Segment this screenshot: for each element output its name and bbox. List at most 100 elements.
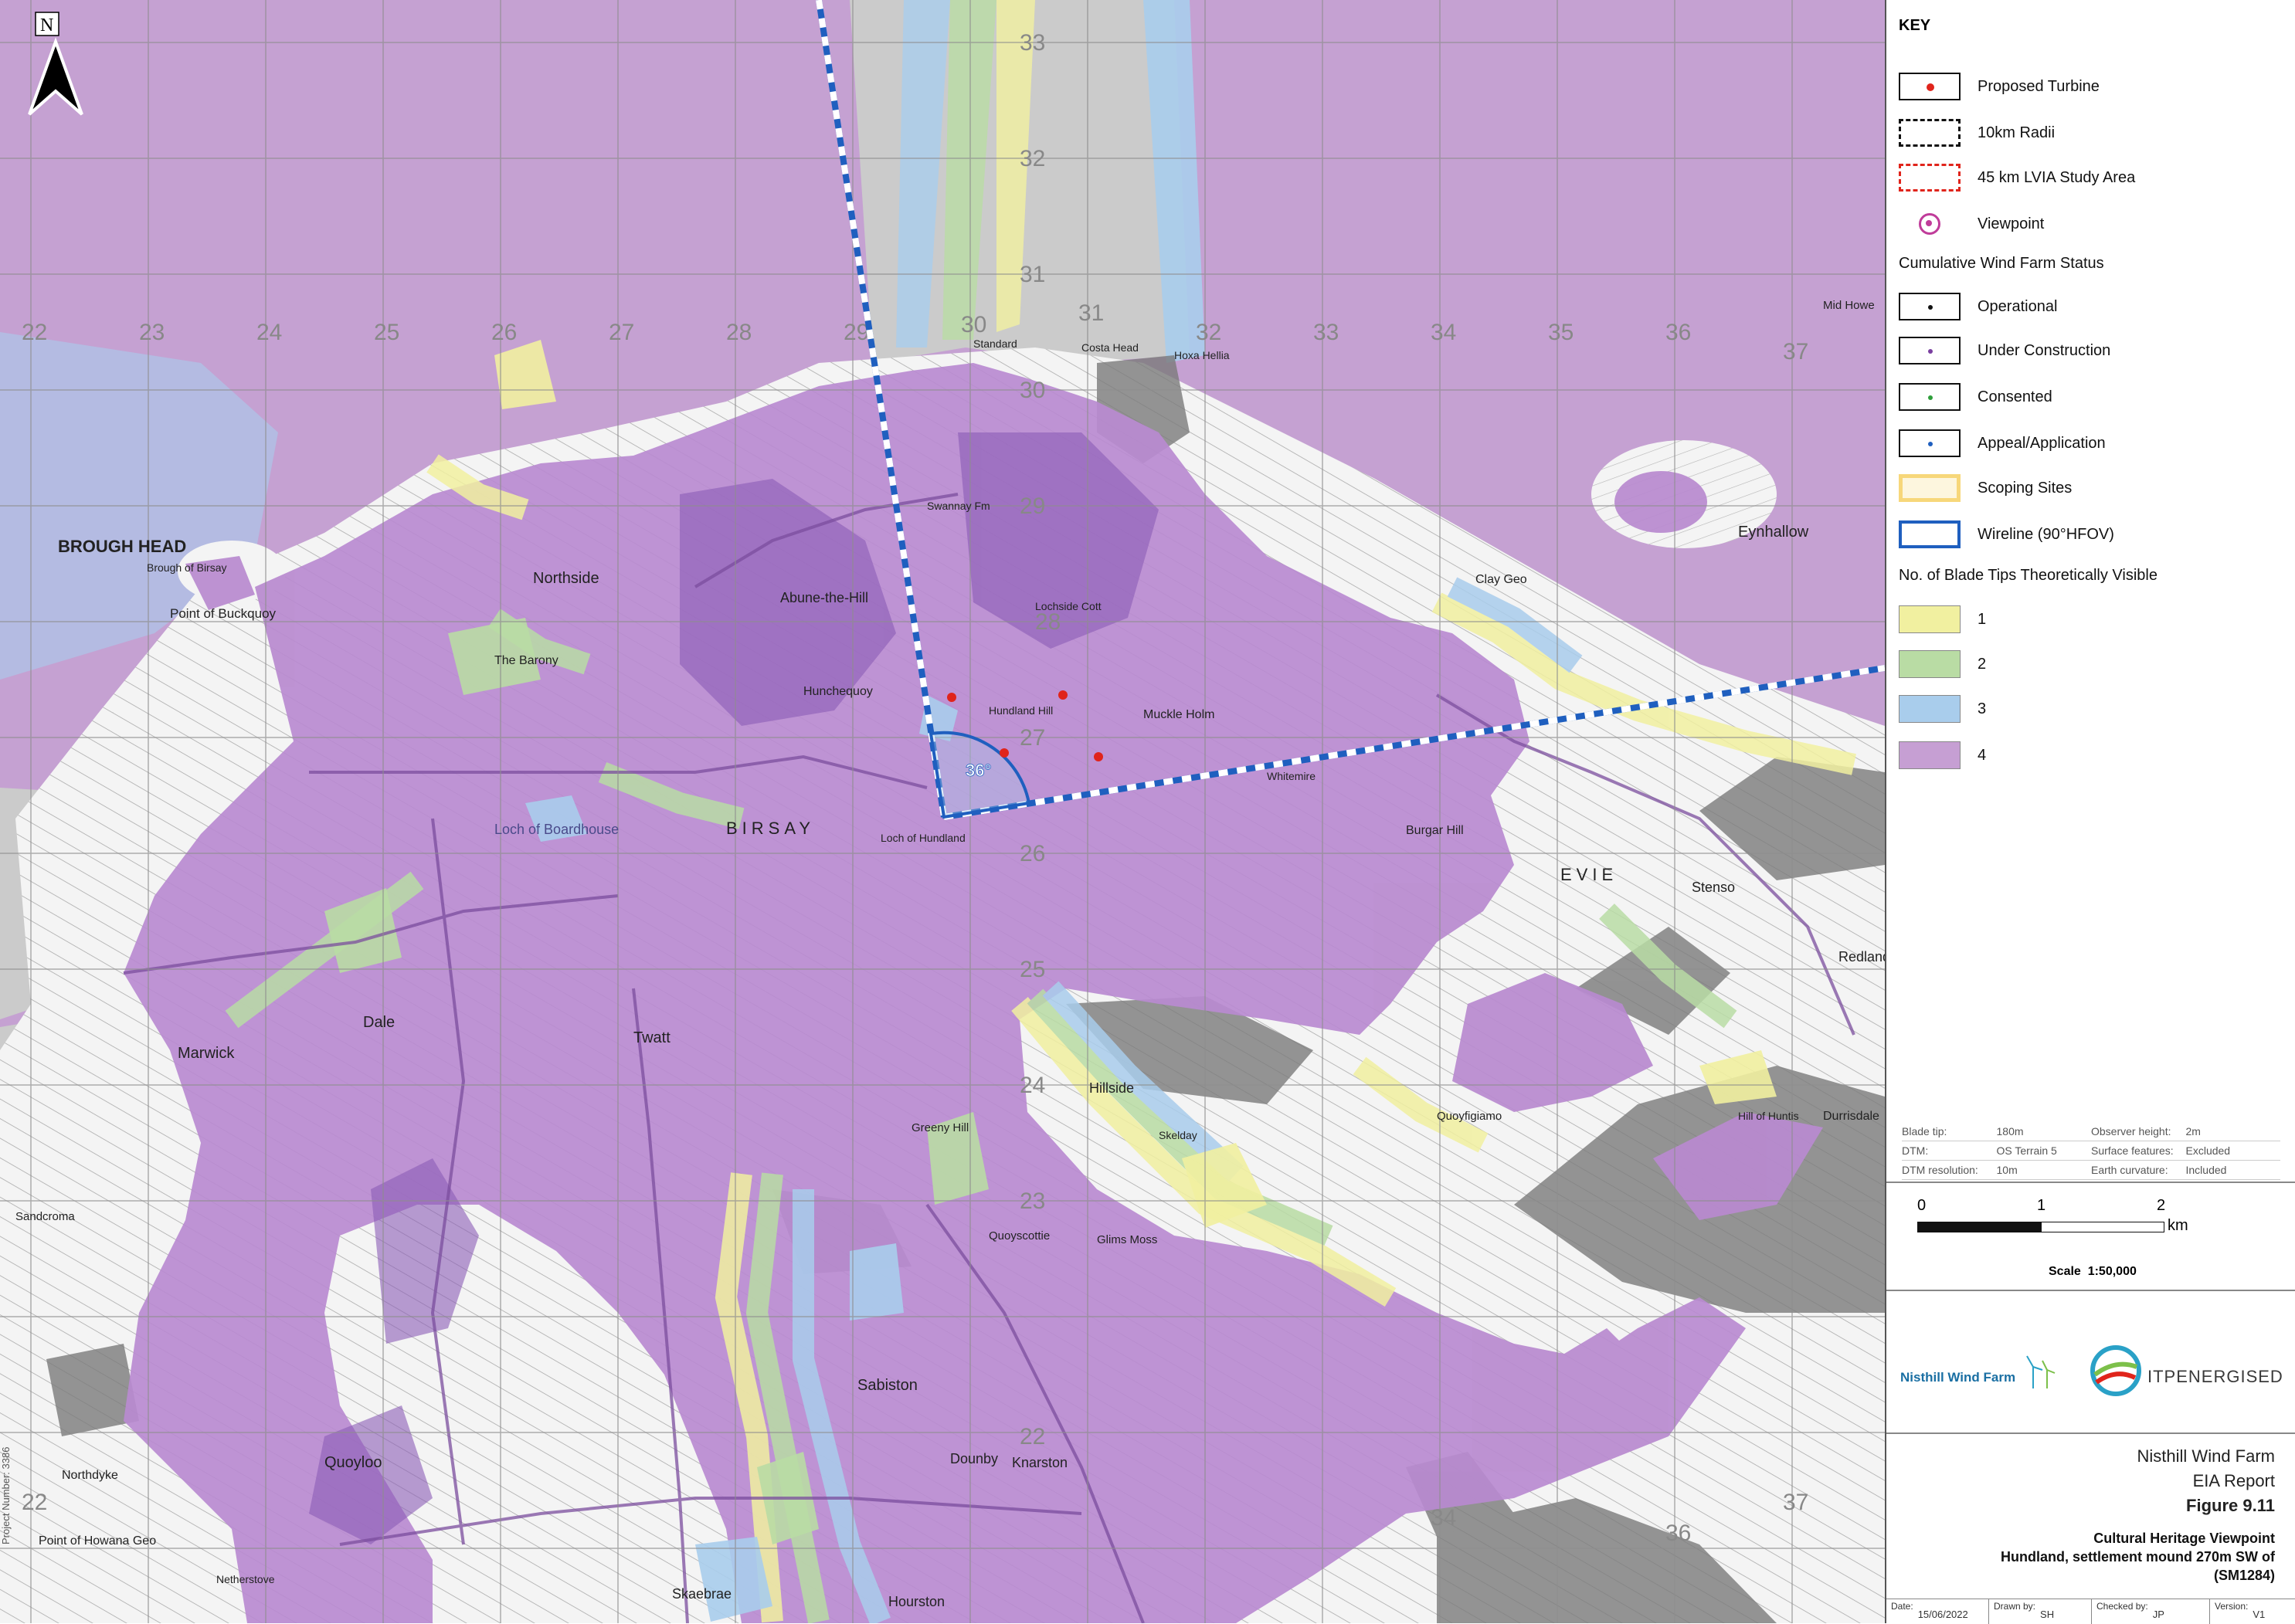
place-name: Abune-the-Hill	[780, 590, 868, 605]
north-arrow-letter: N	[40, 15, 53, 36]
key-label: 10km Radii	[1978, 124, 2056, 141]
place-name: Twatt	[633, 1029, 671, 1046]
grid-label-b37: 37	[1783, 1490, 1808, 1515]
place-name: Skaebrae	[672, 1586, 732, 1602]
place-name: Dale	[363, 1014, 395, 1031]
footer-drawn: Drawn by:SH	[1989, 1599, 2092, 1624]
scale-unit: km	[2168, 1217, 2188, 1234]
key-label: Under Construction	[1978, 341, 2111, 359]
wind-turbine-logo-icon	[2026, 1355, 2056, 1388]
project-number-label: Project Number: 3386	[0, 1447, 12, 1544]
place-name: Muckle Holm	[1143, 708, 1214, 721]
place-name: Northside	[533, 570, 599, 587]
key-label: 2	[1978, 655, 1987, 673]
param-value: OS Terrain 5	[1996, 1144, 2057, 1157]
place-name: Mid Howe	[1823, 299, 1875, 312]
report-name: EIA Report	[2192, 1471, 2275, 1490]
grid-label-e24: 24	[256, 320, 282, 345]
param-value: 2m	[2185, 1125, 2201, 1137]
footer: Date:15/06/2022 Drawn by:SH Checked by:J…	[1886, 1599, 2295, 1624]
key-item-zvi-2: 2	[1899, 647, 1986, 681]
place-name: Brough of Birsay	[147, 561, 227, 574]
grid-label-e35: 35	[1548, 320, 1574, 345]
place-name: Hunchequoy	[803, 685, 873, 698]
proposed-turbine-swatch	[1899, 73, 1961, 100]
place-names: BROUGH HEAD Brough of Birsay Point of Bu…	[15, 299, 1885, 1609]
grid-label-n30: 30	[1020, 378, 1045, 403]
consented-dot-icon	[1928, 395, 1933, 400]
key-label: Scoping Sites	[1978, 479, 2073, 497]
place-name: Hourston	[888, 1594, 945, 1609]
key-item-zvi-4: 4	[1899, 738, 1986, 772]
grid-label-e22: 22	[22, 320, 47, 345]
param-key: Blade tip:	[1902, 1125, 1947, 1137]
key-label: Appeal/Application	[1978, 434, 2106, 452]
key-item-consented: Consented	[1899, 380, 2052, 414]
viewpoint-fov-wedge	[929, 731, 1031, 819]
footer-date: Date:15/06/2022	[1886, 1599, 1989, 1624]
grid-label-n31: 31	[1020, 262, 1045, 287]
place-name: Loch of Boardhouse	[494, 822, 619, 837]
key-item-under-construction: Under Construction	[1899, 334, 2110, 368]
place-name: Eynhallow	[1738, 524, 1809, 541]
grid-label-n29: 29	[1020, 493, 1045, 519]
grid-label-e23: 23	[139, 320, 165, 345]
title-block: Nisthill Wind Farm EIA Report Figure 9.1…	[2001, 1444, 2275, 1585]
key-label: 45 km LVIA Study Area	[1978, 168, 2136, 186]
grid-label-e34: 34	[1431, 320, 1456, 345]
place-name: Durrisdale	[1823, 1110, 1879, 1123]
param-value: Included	[2185, 1164, 2227, 1176]
key-title: KEY	[1899, 17, 1931, 34]
key-item-proposed-turbine: Proposed Turbine	[1899, 70, 2100, 103]
grid-label-n28: 28	[1035, 609, 1061, 635]
key-label: Operational	[1978, 297, 2058, 315]
key-label: 3	[1978, 700, 1987, 717]
grid-label-n22: 22	[1020, 1424, 1045, 1449]
viewpoint-circle-icon	[1919, 213, 1940, 235]
place-name: Hundland Hill	[989, 704, 1053, 717]
key-item-viewpoint: Viewpoint	[1899, 207, 2044, 241]
zvi-heading: No. of Blade Tips Theoretically Visible	[1899, 567, 2158, 584]
radii-swatch	[1899, 119, 1961, 147]
place-name: Quoyscottie	[989, 1229, 1050, 1243]
divider	[1886, 1182, 2295, 1183]
place-name: Loch of Hundland	[881, 832, 966, 844]
scale-segment-dark	[1917, 1222, 2042, 1232]
place-name: Quoyloo	[324, 1454, 382, 1471]
grid-label-e33: 33	[1313, 320, 1339, 345]
param-value: 180m	[1996, 1125, 2024, 1137]
divider	[1886, 1432, 2295, 1434]
place-name: Hill of Huntis	[1738, 1110, 1799, 1122]
grid-label-n26: 26	[1020, 841, 1045, 866]
key-item-10km-radii: 10km Radii	[1899, 116, 2055, 150]
place-name: Clay Geo	[1475, 573, 1527, 586]
scale-tick-label: 1	[2037, 1197, 2046, 1214]
place-name: Swannay Fm	[927, 500, 990, 512]
parameter-row: DTM resolution: 10m Earth curvature: Inc…	[1902, 1161, 2280, 1180]
grid-label-e30: 30	[961, 312, 986, 337]
place-name: Hoxa Hellia	[1174, 349, 1230, 361]
grid-labels: 22 23 24 25 26 27 28 29 30 31 32 33 34 3…	[22, 30, 1808, 1546]
itp-logo-icon	[2090, 1345, 2141, 1396]
key-item-wireline: Wireline (90°HFOV)	[1899, 517, 2114, 551]
viewpoint-angle-label: 36°	[966, 761, 991, 780]
place-name: Burgar Hill	[1406, 824, 1464, 837]
grid-label-e31: 31	[1078, 300, 1104, 326]
grid-label-b22: 22	[22, 1490, 47, 1515]
key-item-zvi-3: 3	[1899, 692, 1986, 726]
map-canvas[interactable]: 22 23 24 25 26 27 28 29 30 31 32 33 34 3…	[0, 0, 1885, 1623]
place-name: Redland	[1838, 949, 1885, 965]
param-key: Earth curvature:	[2091, 1164, 2168, 1176]
place-name: The Barony	[494, 654, 558, 667]
project-name: Nisthill Wind Farm	[2137, 1446, 2275, 1466]
scale-tick-label: 2	[2157, 1197, 2166, 1214]
grid-label-e29: 29	[844, 320, 869, 345]
footer-checked: Checked by:JP	[2092, 1599, 2210, 1624]
key-item-scoping: Scoping Sites	[1899, 471, 2072, 505]
turbine-marker	[947, 693, 956, 702]
place-name: Whitemire	[1267, 770, 1316, 782]
legend-panel: KEY Proposed Turbine 10km Radii 45 km LV…	[1885, 0, 2295, 1624]
place-name: Marwick	[178, 1045, 235, 1062]
place-name: Point of Howana Geo	[39, 1534, 156, 1548]
place-name: Sabiston	[857, 1377, 918, 1394]
